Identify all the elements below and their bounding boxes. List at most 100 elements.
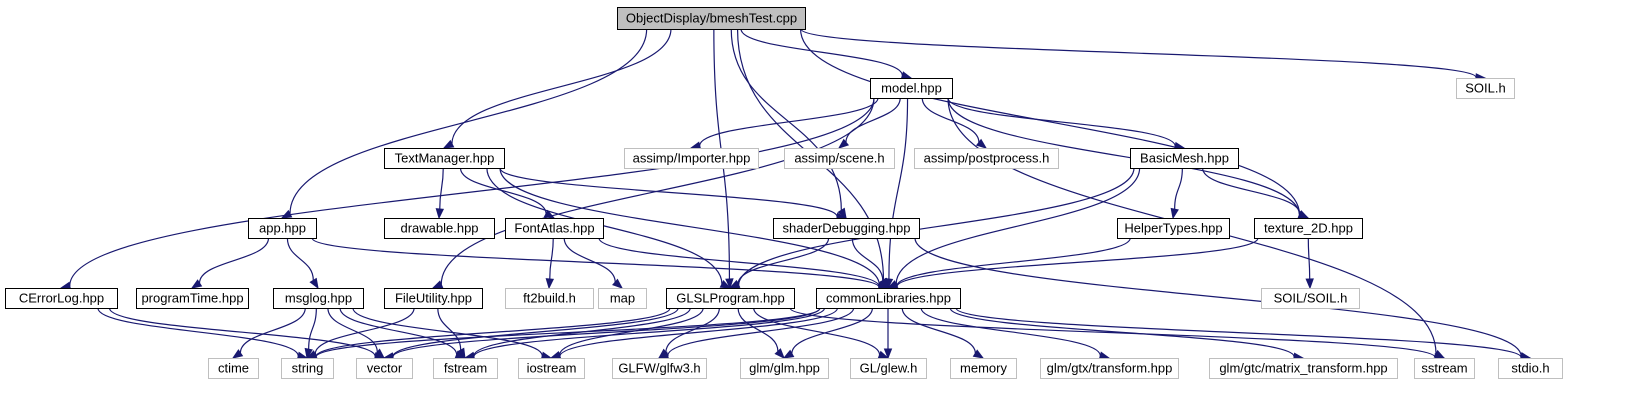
node-label-sstream: sstream: [1421, 360, 1467, 375]
node-box-soil_h: [1456, 78, 1515, 99]
node-label-soil_soil: SOIL/SOIL.h: [1274, 290, 1348, 305]
node-box-assimp_scene: [784, 148, 895, 169]
edge-model-to-texture2d: [947, 97, 1301, 216]
node-label-model: model.hpp: [881, 80, 942, 95]
node-label-glslprog: GLSLProgram.hpp: [676, 290, 784, 305]
node-label-app: app.hpp: [259, 220, 306, 235]
edge-commonlibs-to-glm_glm: [791, 307, 873, 354]
edge-app-to-msglog: [286, 237, 314, 281]
node-msglog[interactable]: msglog.hpp: [273, 288, 364, 309]
arrowhead-model-to-assimp_post: [975, 138, 988, 149]
edge-fontatlas-to-map: [563, 237, 616, 283]
edge-commonlibs-to-gtc_matrix: [949, 307, 1295, 358]
edge-model-to-basicmesh: [947, 97, 1176, 147]
edge-basicmesh-to-commonlibs: [895, 167, 1141, 285]
node-fontatlas[interactable]: FontAtlas.hpp: [505, 218, 604, 239]
edge-commonlibs-to-stdio: [955, 307, 1522, 358]
node-box-glfw3: [612, 358, 707, 379]
node-string: string: [281, 358, 334, 379]
node-box-textmgr: [384, 148, 505, 169]
arrowhead-root-to-glslprog: [725, 278, 734, 290]
node-glslprog[interactable]: GLSLProgram.hpp: [666, 288, 795, 309]
node-sstream: sstream: [1414, 358, 1475, 379]
node-box-stdio: [1498, 358, 1563, 379]
node-label-helpertypes: HelperTypes.hpp: [1124, 220, 1222, 235]
edge-msglog-to-fstream: [339, 307, 458, 355]
arrowhead-model-to-assimp_scene: [837, 138, 850, 149]
arrowhead-shaderdbg-to-commonlibs: [879, 277, 889, 290]
arrowhead-app-to-msglog: [309, 277, 319, 290]
edge-commonlibs-to-fstream: [473, 307, 826, 358]
edge-msglog-to-vector: [327, 307, 378, 353]
node-textmgr[interactable]: TextManager.hpp: [384, 148, 505, 169]
edge-commonlibs-to-gtx_transform: [920, 307, 1101, 356]
node-glfw3: GLFW/glfw3.h: [612, 358, 707, 379]
arrowhead-commonlibs-to-glm_glm: [782, 349, 795, 359]
edge-root-to-shaderdbg: [730, 28, 842, 211]
node-label-assimp_imp: assimp/Importer.hpp: [633, 150, 751, 165]
node-shaderdbg[interactable]: shaderDebugging.hpp: [773, 218, 920, 239]
edge-model-to-commonlibs: [888, 97, 909, 280]
node-commonlibs[interactable]: commonLibraries.hpp: [816, 288, 961, 309]
edge-root-to-app: [289, 28, 648, 214]
edge-glslprog-to-glew: [753, 307, 881, 356]
edge-fileutil-to-fstream: [437, 307, 462, 351]
node-drawable[interactable]: drawable.hpp: [384, 218, 495, 239]
node-gtc_matrix: glm/gtc/matrix_transform.hpp: [1209, 358, 1398, 379]
edge-shaderdbg-to-stdio: [914, 237, 1522, 357]
node-label-string: string: [292, 360, 324, 375]
node-box-cerrorlog: [5, 288, 118, 309]
edge-commonlibs-to-glfw3: [667, 307, 855, 356]
node-box-map: [598, 288, 647, 309]
node-box-model: [870, 78, 953, 99]
node-soil_soil: SOIL/SOIL.h: [1261, 288, 1360, 309]
node-label-memory: memory: [960, 360, 1007, 375]
node-box-assimp_post: [914, 148, 1059, 169]
arrowhead-glslprog-to-glm_glm: [774, 348, 785, 360]
node-label-glm_glm: glm/glm.hpp: [749, 360, 820, 375]
node-programtime[interactable]: programTime.hpp: [136, 288, 249, 309]
arrowhead-texture2d-to-soil_soil: [1305, 278, 1314, 290]
node-basicmesh[interactable]: BasicMesh.hpp: [1130, 148, 1239, 169]
edge-glslprog-to-sstream: [789, 307, 1436, 358]
node-label-fstream: fstream: [444, 360, 487, 375]
node-cerrorlog[interactable]: CErrorLog.hpp: [5, 288, 118, 309]
edge-model-to-assimp_post: [921, 97, 980, 143]
node-helpertypes[interactable]: HelperTypes.hpp: [1117, 218, 1230, 239]
node-label-root: ObjectDisplay/bmeshTest.cpp: [626, 10, 797, 25]
edge-textmgr-to-glslprog: [486, 167, 723, 285]
node-box-root: [617, 7, 806, 30]
node-gtx_transform: glm/gtx/transform.hpp: [1040, 358, 1179, 379]
node-label-glew: GL/glew.h: [860, 360, 918, 375]
edge-commonlibs-to-iostream: [559, 307, 839, 357]
node-box-helpertypes: [1117, 218, 1230, 239]
node-app[interactable]: app.hpp: [248, 218, 317, 239]
node-fileutil[interactable]: FileUtility.hpp: [384, 288, 483, 309]
edge-root-to-textmgr: [451, 28, 672, 144]
node-box-app: [248, 218, 317, 239]
arrowhead-fontatlas-to-ft2build: [545, 278, 555, 290]
node-label-stdio: stdio.h: [1511, 360, 1549, 375]
arrowhead-basicmesh-to-texture2d: [1297, 210, 1310, 219]
node-label-map: map: [610, 290, 635, 305]
node-model[interactable]: model.hpp: [870, 78, 953, 99]
node-box-string: [281, 358, 334, 379]
node-box-glm_glm: [740, 358, 829, 379]
arrowhead-basicmesh-to-helpertypes: [1170, 207, 1179, 220]
node-label-texture2d: texture_2D.hpp: [1264, 220, 1353, 235]
node-root[interactable]: ObjectDisplay/bmeshTest.cpp: [617, 7, 806, 30]
node-assimp_imp: assimp/Importer.hpp: [624, 148, 759, 169]
node-memory: memory: [950, 358, 1017, 379]
node-fstream: fstream: [433, 358, 498, 379]
edge-model-to-assimp_imp: [699, 97, 879, 146]
node-texture2d[interactable]: texture_2D.hpp: [1254, 218, 1363, 239]
edge-basicmesh-to-helpertypes: [1174, 167, 1183, 210]
arrowhead-commonlibs-to-glew: [883, 348, 893, 360]
edge-cerrorlog-to-vector: [108, 307, 376, 357]
node-soil_h: SOIL.h: [1456, 78, 1515, 99]
node-box-texture2d: [1254, 218, 1363, 239]
edge-root-to-model: [740, 28, 903, 76]
node-label-vector: vector: [367, 360, 403, 375]
